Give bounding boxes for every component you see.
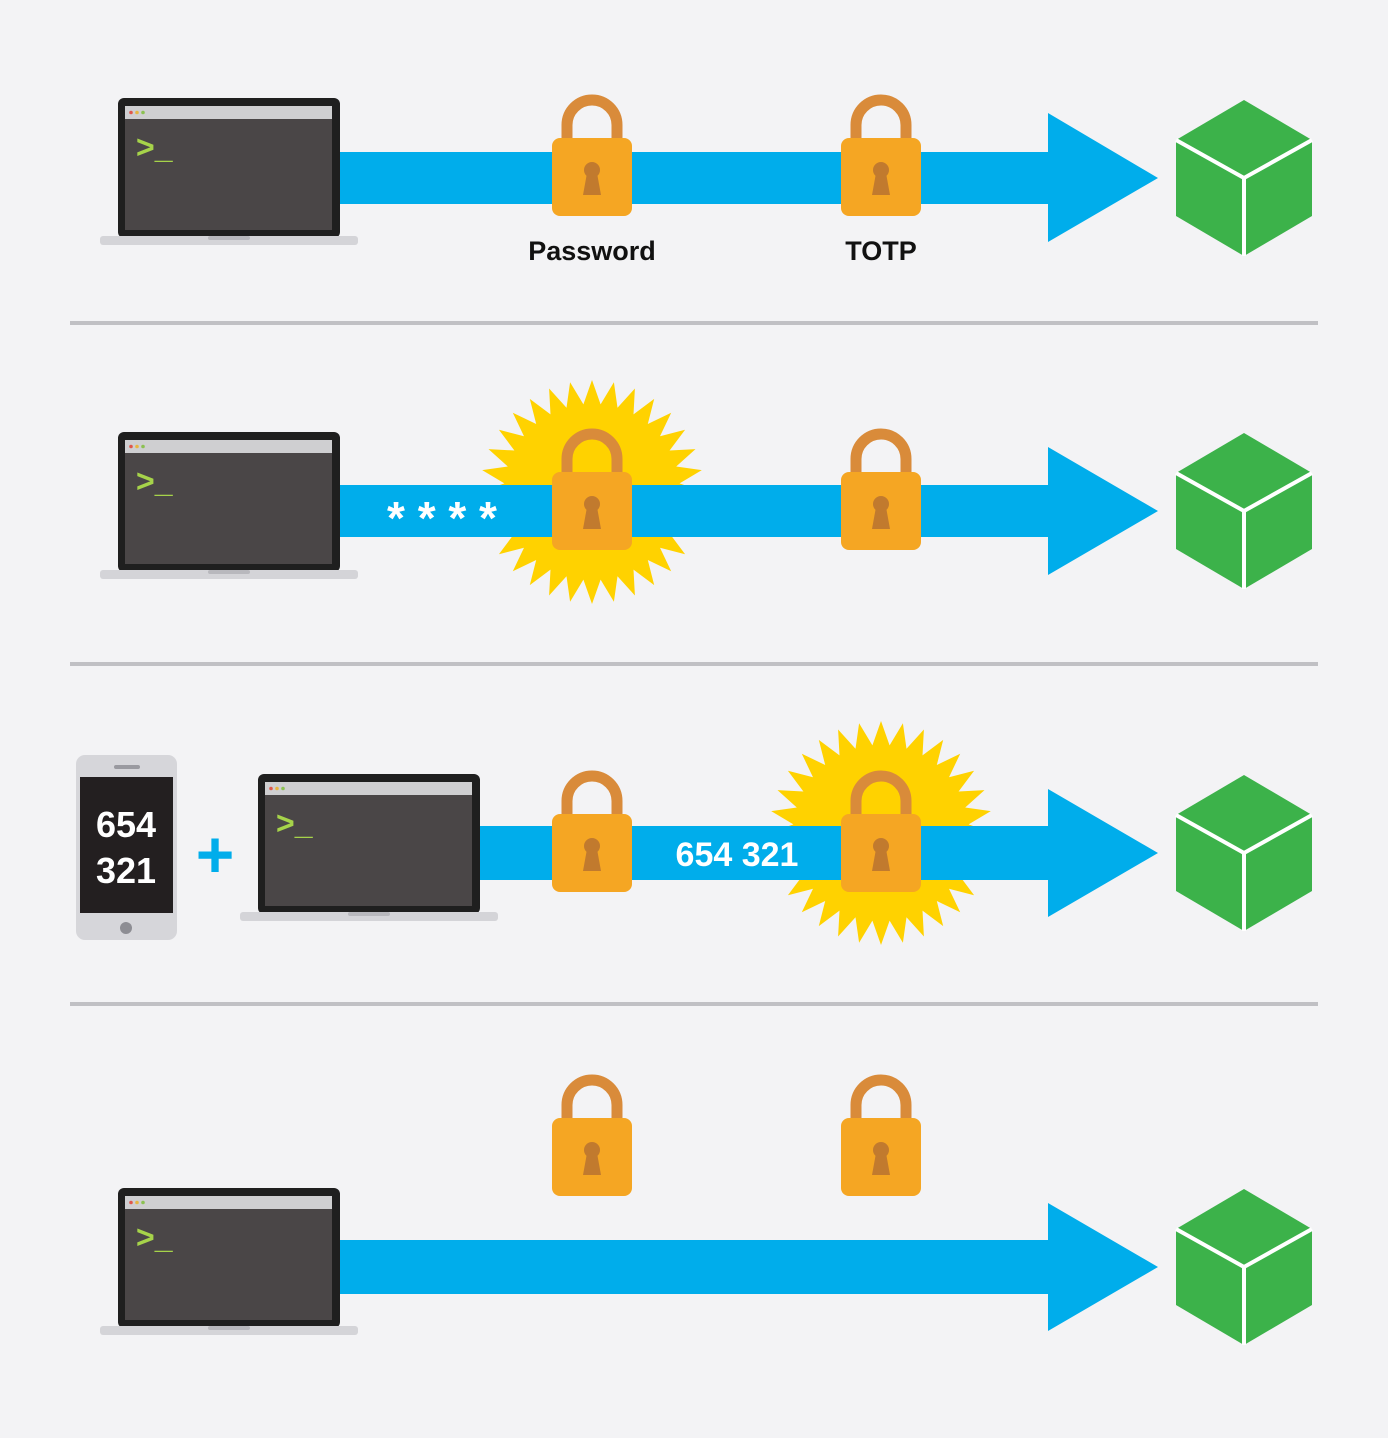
server-cube-icon	[1175, 100, 1313, 256]
panel-access-granted: >_	[100, 1074, 1313, 1345]
padlock-unlocked-icon	[552, 770, 632, 892]
padlock-unlocked-icon	[552, 428, 632, 550]
padlock-locked-icon	[841, 428, 921, 550]
laptop-icon: >_	[100, 1188, 358, 1335]
server-cube-icon	[1175, 1189, 1313, 1345]
terminal-prompt: >_	[136, 463, 174, 499]
terminal-prompt: >_	[136, 1219, 174, 1255]
password-label: Password	[528, 236, 656, 266]
panel-totp-entered: 654 321 + >_ 654 321	[76, 721, 1313, 945]
plus-sign: +	[196, 817, 235, 891]
panel-password-entered: >_ * * * *	[100, 380, 1313, 604]
phone-icon: 654 321	[76, 755, 177, 940]
panel-normal-login: >_ Password TOTP	[100, 94, 1313, 266]
server-cube-icon	[1175, 775, 1313, 931]
padlock-locked-icon	[841, 94, 921, 216]
phone-code-line2: 321	[96, 850, 156, 891]
laptop-icon: >_	[240, 774, 498, 921]
laptop-icon: >_	[100, 432, 358, 579]
arrow	[478, 789, 1158, 917]
password-mask: * * * *	[387, 492, 497, 544]
server-cube-icon	[1175, 433, 1313, 589]
arrow	[338, 1203, 1158, 1331]
arrow	[338, 447, 1158, 575]
totp-code-on-arrow: 654 321	[676, 836, 799, 874]
totp-label: TOTP	[845, 236, 917, 266]
padlock-unlocked-icon	[841, 770, 921, 892]
terminal-prompt: >_	[276, 805, 314, 841]
arrow	[338, 113, 1158, 242]
padlock-unlocked-icon	[841, 1074, 921, 1196]
padlock-locked-icon	[552, 94, 632, 216]
laptop-icon: >_	[100, 98, 358, 245]
padlock-unlocked-icon	[552, 1074, 632, 1196]
phone-code-line1: 654	[96, 804, 156, 845]
terminal-prompt: >_	[136, 129, 174, 165]
